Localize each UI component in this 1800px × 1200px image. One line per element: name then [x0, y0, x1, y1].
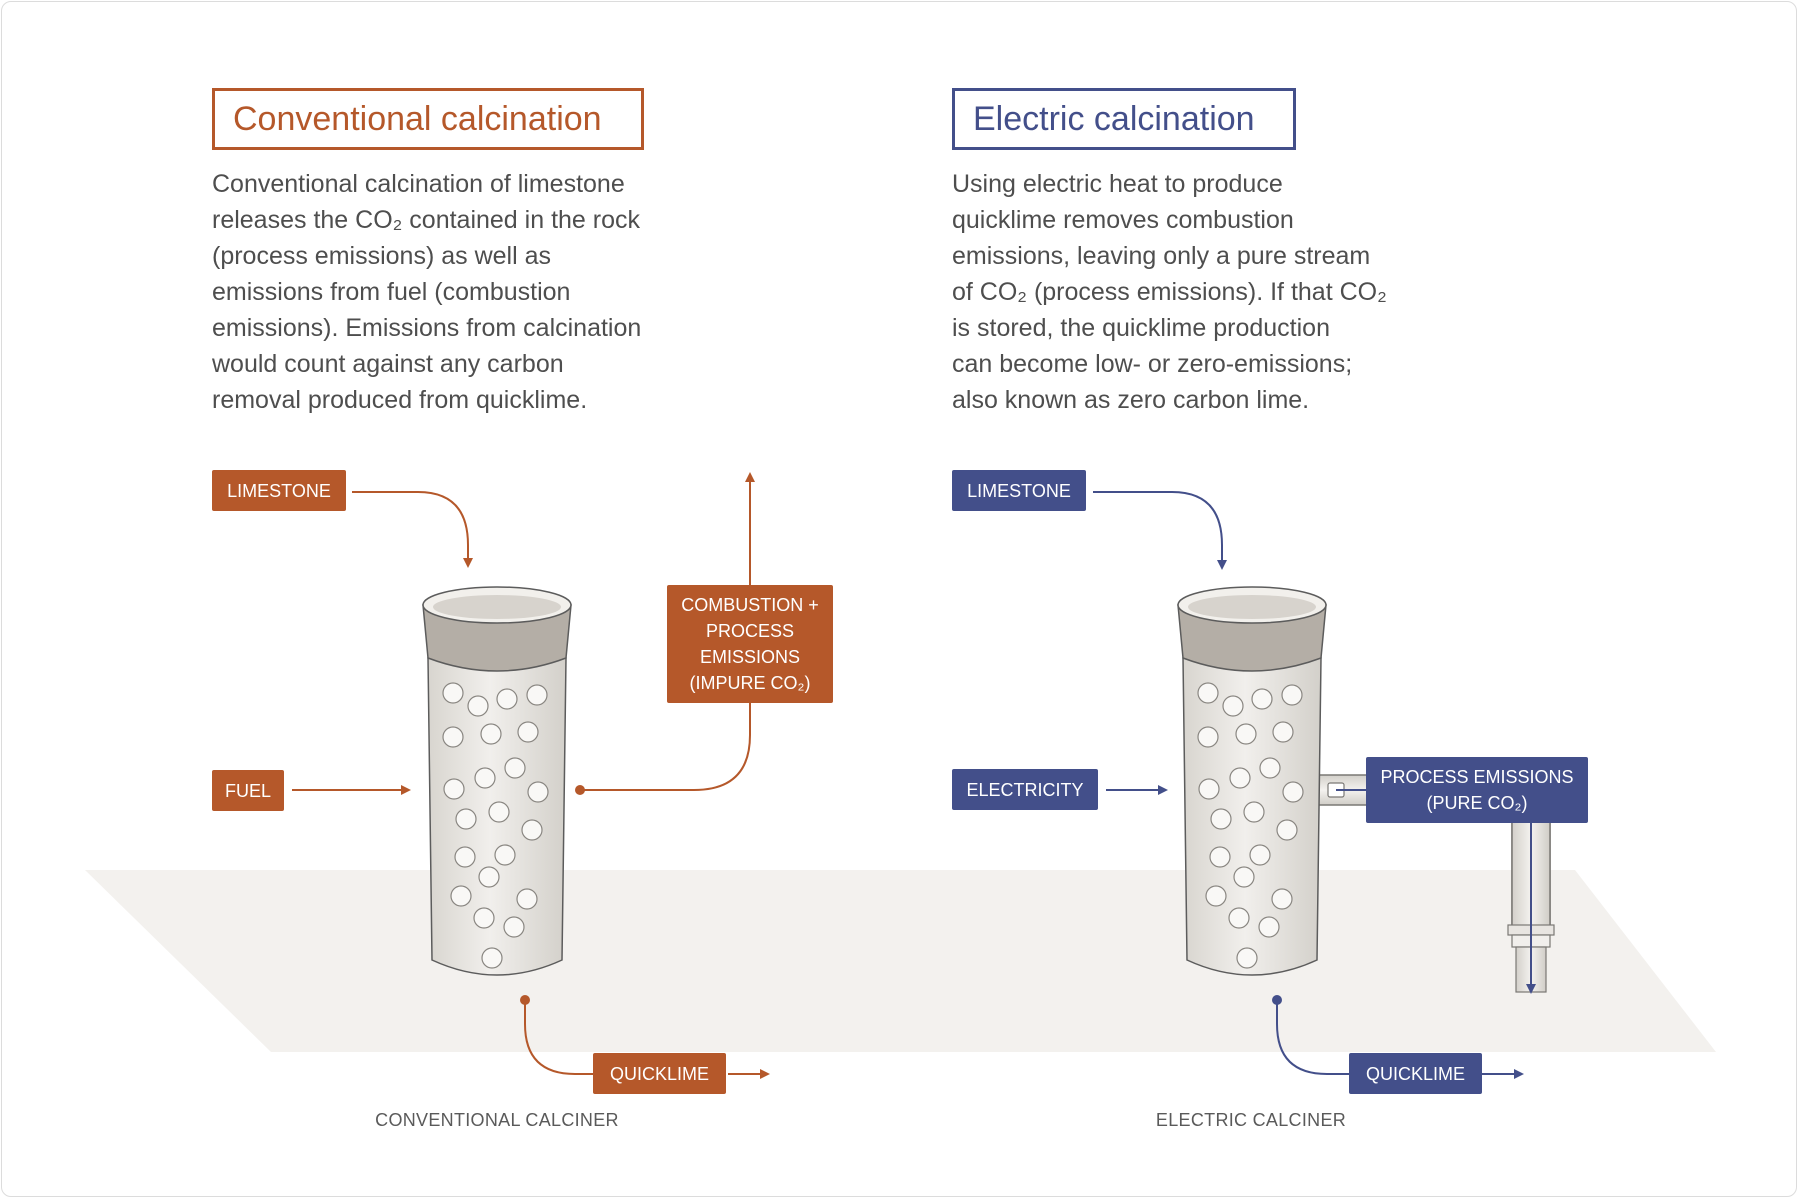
description-line: Conventional calcination of limestone — [212, 170, 625, 198]
conventional-description: Conventional calcination of limestone re… — [212, 166, 682, 418]
description-line: quicklime removes combustion — [952, 206, 1294, 234]
process-emissions-pure-co2-label: PROCESS EMISSIONS (PURE CO₂) — [1366, 757, 1588, 823]
description-line: removal produced from quicklime. — [212, 386, 588, 414]
floor-plane — [85, 870, 1716, 1052]
electric-description: Using electric heat to produce quicklime… — [952, 166, 1422, 418]
quicklime-label-electric: QUICKLIME — [1349, 1053, 1482, 1094]
emissions-label-line: PROCESS — [705, 621, 795, 641]
description-line: emissions from fuel (combustion — [212, 278, 571, 306]
quicklime-arrow-conventional — [524, 1000, 768, 1074]
limestone-arrow-conventional — [352, 491, 473, 568]
electric-title: Electric calcination — [952, 88, 1296, 150]
limestone-arrow-electric — [1093, 491, 1227, 570]
description-line: Using electric heat to produce — [952, 170, 1283, 198]
description-line: (process emissions) as well as — [212, 242, 551, 270]
emissions-label-line: PROCESS EMISSIONS — [1380, 767, 1574, 787]
description-line: emissions). Emissions from calcination — [212, 314, 642, 342]
description-line: is stored, the quicklime production — [952, 314, 1330, 342]
conventional-title: Conventional calcination — [212, 88, 644, 150]
conventional-calciner — [422, 586, 572, 976]
description-line: emissions, leaving only a pure stream — [952, 242, 1371, 270]
limestone-label-conventional: LIMESTONE — [212, 470, 346, 511]
fuel-label: FUEL — [212, 770, 284, 811]
conventional-pellets — [442, 682, 549, 969]
combustion-process-emissions-label: COMBUSTION + PROCESS EMISSIONS (IMPURE C… — [667, 585, 833, 703]
limestone-label-electric: LIMESTONE — [952, 470, 1086, 511]
conventional-caption: CONVENTIONAL CALCINER — [375, 1110, 619, 1130]
description-line: can become low- or zero-emissions; — [952, 350, 1353, 378]
emissions-label-line: (PURE CO₂) — [1426, 793, 1528, 813]
electric-caption: ELECTRIC CALCINER — [1155, 1110, 1347, 1130]
description-line: of CO₂ (process emissions). If that CO₂ — [952, 278, 1387, 306]
emissions-label-line: (IMPURE CO₂) — [689, 673, 811, 693]
emissions-label-line: EMISSIONS — [699, 647, 801, 667]
electric-pellets — [1197, 682, 1304, 969]
emissions-label-line: COMBUSTION + — [681, 595, 819, 615]
description-line: would count against any carbon — [212, 350, 564, 378]
quicklime-label-conventional: QUICKLIME — [593, 1053, 726, 1094]
quicklime-arrow-electric — [1276, 1000, 1522, 1074]
pure-co2-arrow — [1336, 789, 1531, 992]
emissions-arrow-conventional — [581, 474, 750, 791]
electricity-label: ELECTRICITY — [952, 769, 1098, 810]
description-line: also known as zero carbon lime. — [952, 386, 1310, 414]
description-line: releases the CO₂ contained in the rock — [212, 206, 640, 234]
electric-calciner — [1177, 586, 1327, 976]
